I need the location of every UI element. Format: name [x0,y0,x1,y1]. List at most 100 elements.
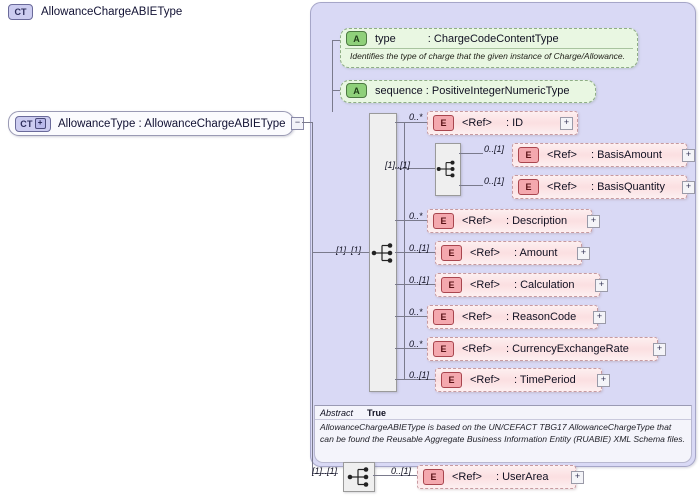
element-reasoncode-ref: <Ref> [462,311,492,323]
sequence-inbound-line [324,252,369,253]
cardinality-currencyexchangerate: 0..* [409,339,423,349]
attribute-sequence-badge-icon: A [346,83,367,98]
sequence-connector-inner[interactable] [435,143,461,196]
complex-type-title: AllowanceChargeABIEType [41,6,183,18]
attribute-type-datatype: : ChargeCodeContentType [427,32,559,45]
attribute-branch-sequence [332,90,340,91]
cardinality-calculation: 0..[1] [409,275,430,285]
element-id[interactable]: E <Ref> : ID [427,111,578,135]
element-calculation-name: : Calculation [513,279,575,291]
sequence-connector-user-area[interactable] [343,462,375,492]
root-type-node[interactable]: CT+ AllowanceType : AllowanceChargeABIET… [8,111,294,136]
element-basisquantity-expand-plus-icon[interactable]: + [682,181,695,194]
element-timeperiod[interactable]: E <Ref> : TimePeriod [435,368,602,392]
root-type-label: AllowanceType : AllowanceChargeABIEType [58,117,286,130]
user-area-sequence-cardinality-label: [1]..[1] [312,466,338,476]
element-basisamount-name: : BasisAmount [590,149,662,161]
cardinality-reasoncode: 0..* [409,307,423,317]
element-calculation-ref: <Ref> [470,279,500,291]
element-badge-icon: E [441,372,462,388]
element-reasoncode-expand-plus-icon[interactable]: + [593,311,606,324]
attribute-sequence[interactable]: A sequence : PositiveIntegerNumericType [340,80,596,103]
element-branch-reasoncode [395,316,427,317]
element-basisquantity[interactable]: E <Ref> : BasisQuantity [512,175,687,199]
element-currencyexchangerate[interactable]: E <Ref> : CurrencyExchangeRate [427,337,658,361]
element-currencyexchangerate-expand-plus-icon[interactable]: + [653,343,666,356]
element-description-name: : Description [505,215,568,227]
inner-sequence-glyph-icon [436,160,455,178]
element-badge-icon: E [433,115,454,131]
element-currencyexchangerate-name: : CurrencyExchangeRate [505,343,629,355]
branch-line-sequence [312,252,324,253]
root-collapse-minus-icon[interactable]: − [291,117,304,130]
element-branch-basisamount [459,153,483,154]
element-basisamount[interactable]: E <Ref> : BasisAmount [512,143,687,167]
element-description-expand-plus-icon[interactable]: + [587,215,600,228]
abstract-label: Abstract [320,408,354,418]
element-badge-icon: E [433,341,454,357]
element-reasoncode-name: : ReasonCode [505,311,577,323]
element-currencyexchangerate-ref: <Ref> [462,343,492,355]
complex-type-header: CT AllowanceChargeABIEType [8,4,182,20]
element-amount[interactable]: E <Ref> : Amount [435,241,582,265]
element-branch-id [395,122,427,123]
element-timeperiod-ref: <Ref> [470,374,500,386]
cardinality-basisquantity: 0..[1] [484,176,505,186]
user-area-sequence-glyph-icon [347,467,369,487]
element-timeperiod-expand-plus-icon[interactable]: + [597,374,610,387]
root-trunk-line [312,122,313,473]
complex-type-documentation: AllowanceChargeABIEType is based on the … [320,422,685,444]
attribute-branch-type [332,40,340,41]
element-badge-icon: E [441,245,462,261]
attribute-type-row: A type : ChargeCodeContentType [341,29,637,48]
abstract-row: Abstract True [315,406,691,420]
cardinality-timeperiod: 0..[1] [409,370,430,380]
element-badge-icon: E [441,277,462,293]
element-id-name: : ID [505,117,524,129]
element-description[interactable]: E <Ref> : Description [427,209,592,233]
element-userarea-expand-plus-icon[interactable]: + [571,471,584,484]
element-amount-name: : Amount [513,247,558,259]
element-branch-amount [395,252,435,253]
cardinality-basisamount: 0..[1] [484,144,505,154]
element-userarea[interactable]: E <Ref> : UserArea [417,465,576,489]
element-branch-timeperiod [395,379,435,380]
complex-type-badge-icon: CT [8,4,33,20]
element-branch-calculation [395,284,435,285]
sequence-glyph-icon [371,243,393,263]
branch-line-user-area [312,473,338,474]
element-reasoncode[interactable]: E <Ref> : ReasonCode [427,305,598,329]
root-expand-plus-icon[interactable]: + [34,118,46,129]
inner-sequence-inbound-line [395,168,435,169]
element-trunk-line [404,122,405,379]
cardinality-userarea: 0..[1] [391,466,412,476]
complex-type-container [310,2,696,467]
element-branch-basisquantity [459,185,483,186]
element-calculation[interactable]: E <Ref> : Calculation [435,273,600,297]
element-userarea-name: : UserArea [495,471,549,483]
cardinality-description: 0..* [409,211,423,221]
attribute-trunk-line [332,40,333,112]
element-calculation-expand-plus-icon[interactable]: + [595,279,608,292]
element-timeperiod-name: : TimePeriod [513,374,576,386]
user-area-branch-line [373,475,417,476]
element-badge-icon: E [518,179,539,195]
inner-sequence-cardinality-label: [1]..[1] [385,160,411,170]
attribute-type-name: type [375,32,396,45]
attribute-sequence-row: A sequence : PositiveIntegerNumericType [341,81,595,100]
element-basisquantity-name: : BasisQuantity [590,181,665,193]
element-branch-description [395,220,427,221]
attribute-badge-icon: A [346,31,367,46]
element-userarea-ref: <Ref> [452,471,482,483]
attribute-type-documentation: Identifies the type of charge that the g… [345,48,633,61]
element-basisamount-expand-plus-icon[interactable]: + [682,149,695,162]
cardinality-amount: 0..[1] [409,243,430,253]
element-basisamount-ref: <Ref> [547,149,577,161]
sequence-connector-main[interactable] [369,113,397,392]
element-id-expand-plus-icon[interactable]: + [560,117,573,130]
element-badge-icon: E [433,213,454,229]
attribute-type[interactable]: A type : ChargeCodeContentType Identifie… [340,28,638,68]
element-id-ref: <Ref> [462,117,492,129]
element-amount-expand-plus-icon[interactable]: + [577,247,590,260]
element-badge-icon: E [423,469,444,485]
